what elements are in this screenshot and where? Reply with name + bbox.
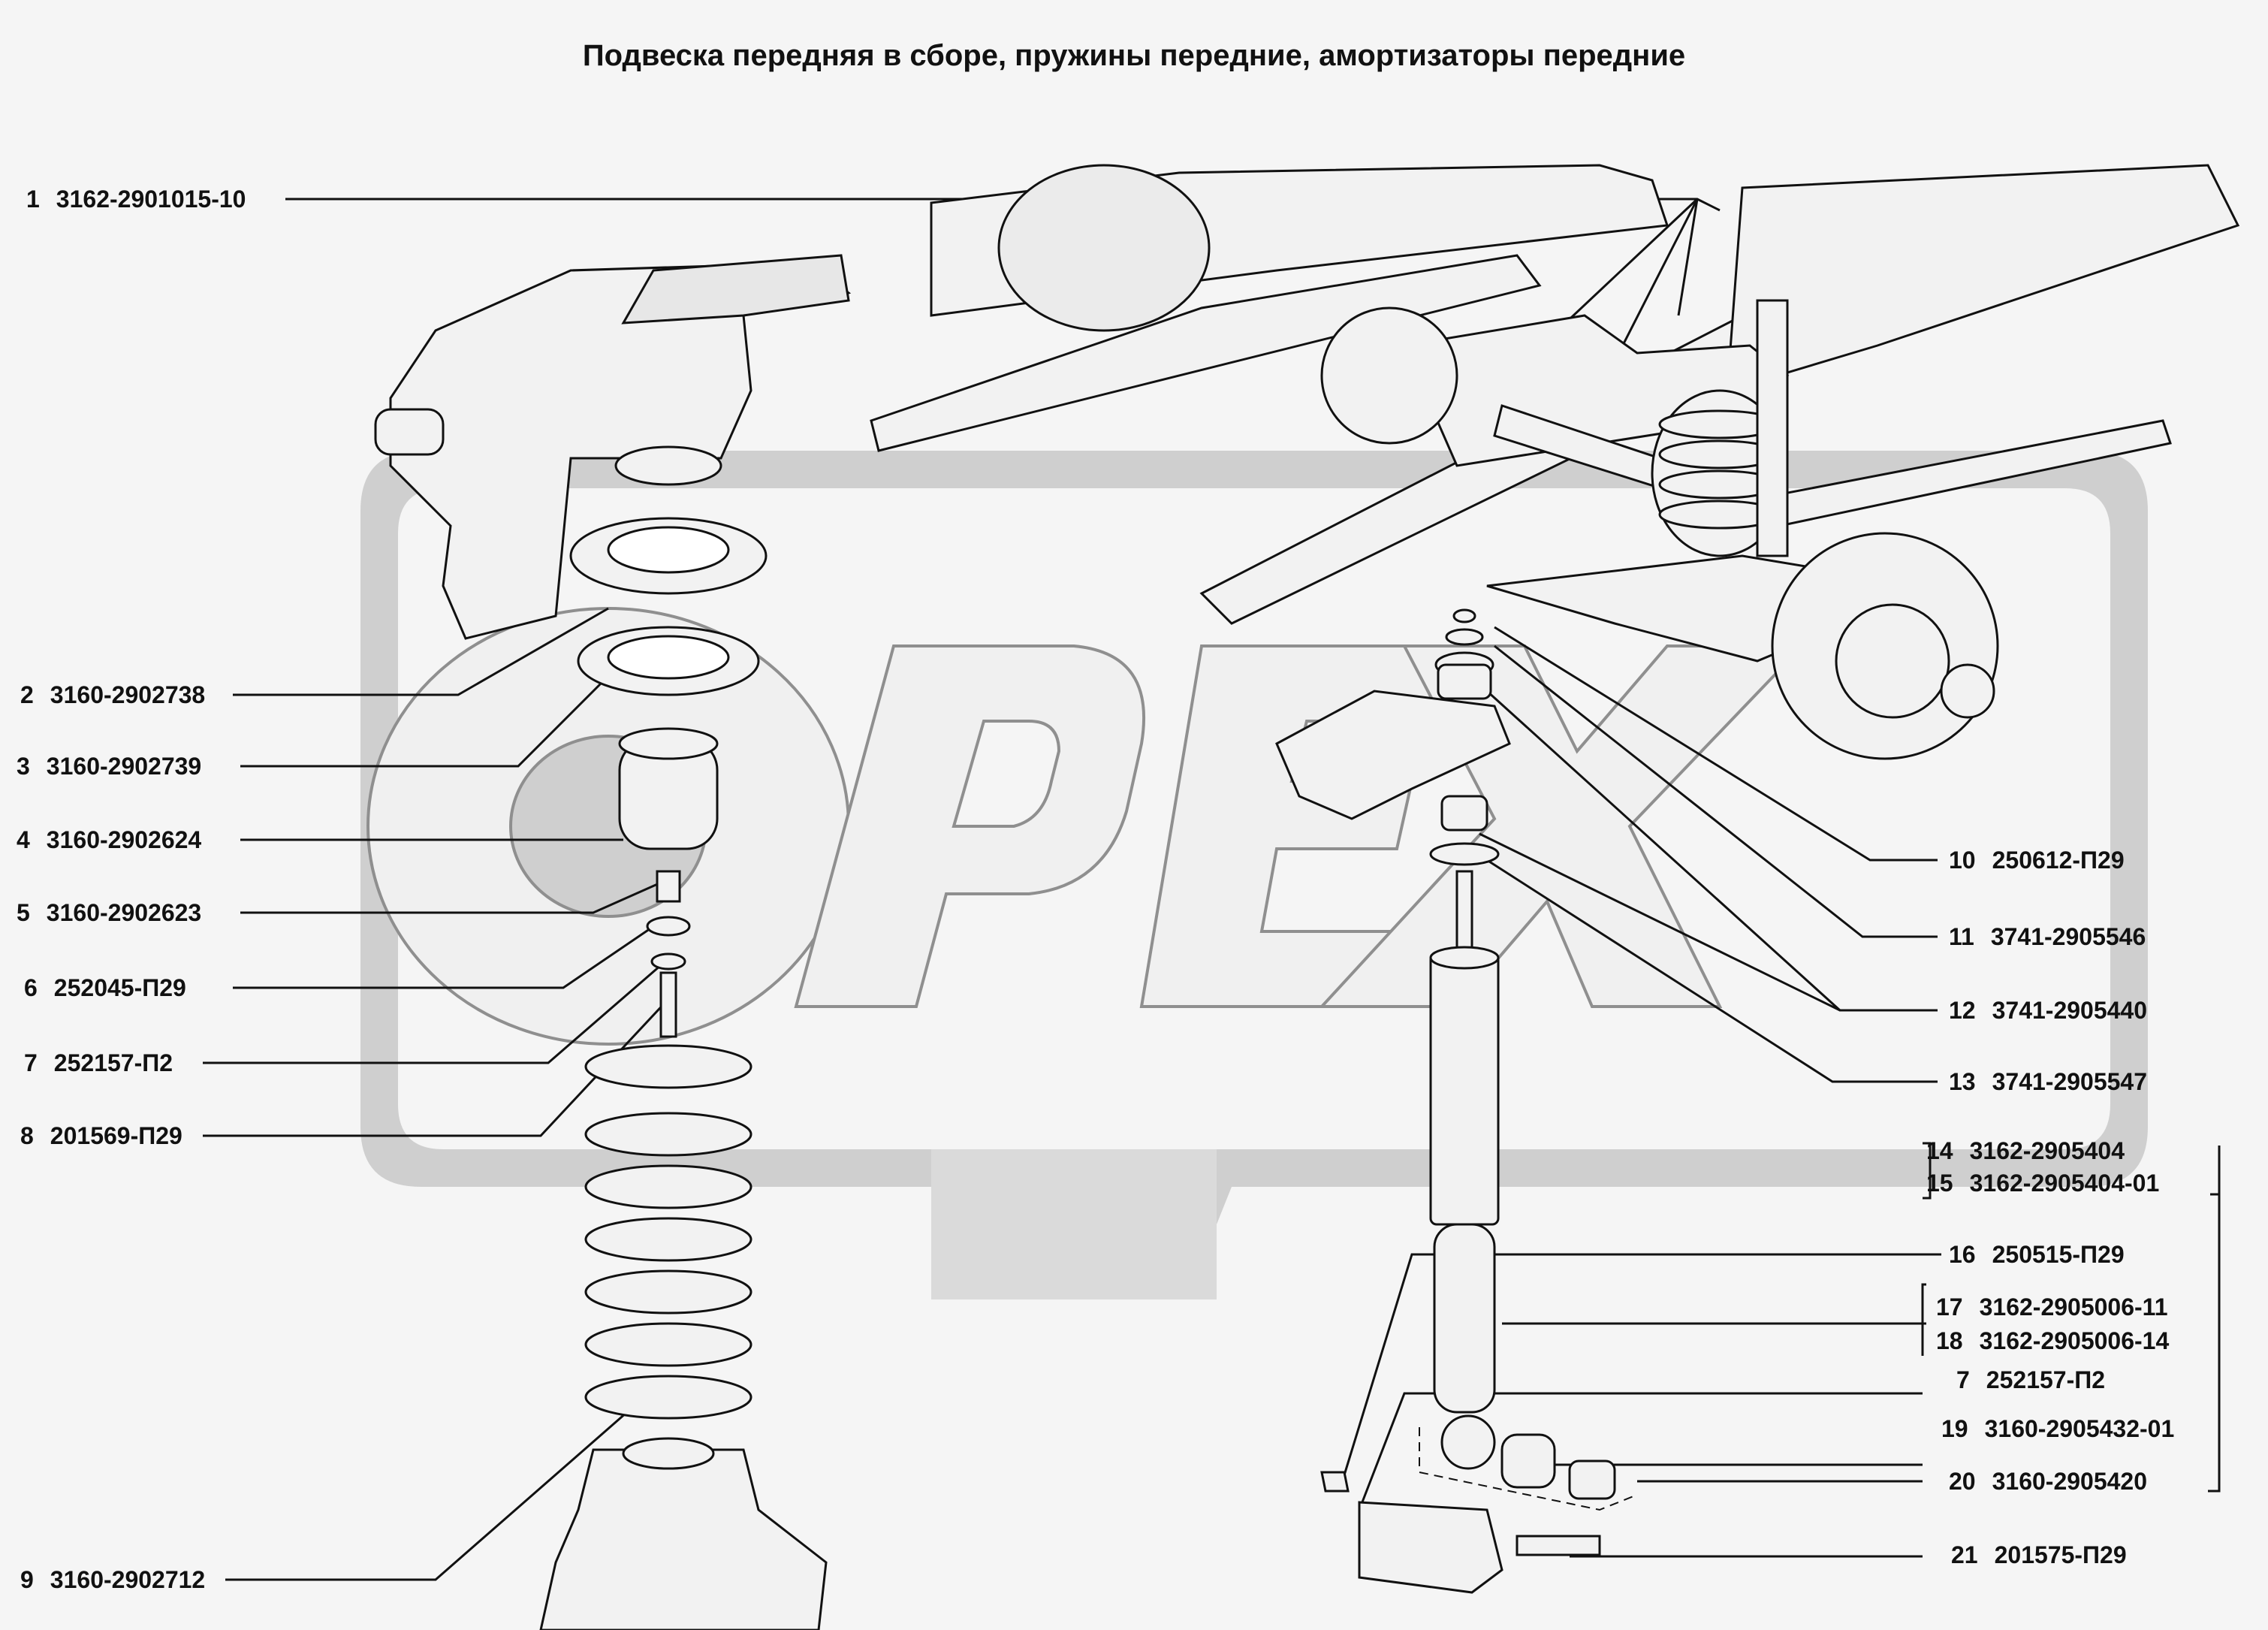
watermark-text <box>366 607 1806 1046</box>
spring-assembly <box>374 254 852 1630</box>
diagram-title: Подвеска передняя в сборе, пружины перед… <box>582 39 1686 72</box>
coil-spring <box>584 1044 752 1420</box>
dashed-outline <box>1419 1427 1638 1511</box>
shock-absorber-assembly <box>1275 608 1616 1594</box>
front-axle-frame <box>870 164 2240 760</box>
shock-body <box>1429 952 1500 1226</box>
shock-bracket <box>1275 690 1511 820</box>
watermark-logo <box>360 451 2148 1299</box>
leader-lines <box>203 198 2221 1581</box>
